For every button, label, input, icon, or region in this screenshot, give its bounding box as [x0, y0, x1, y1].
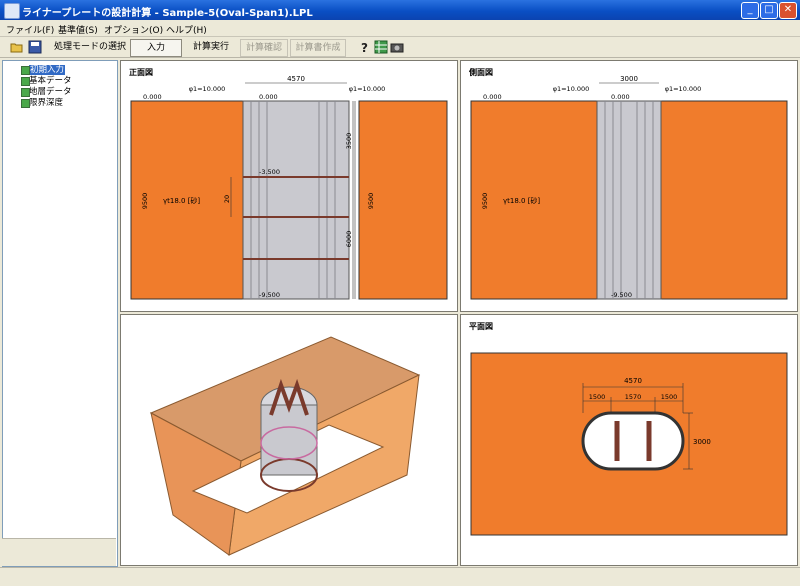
side-view-pane: 側面図 3000 φ1=10.000 φ1=10.000 0.000 0.000…	[460, 60, 798, 312]
plan-seg2-label: 1570	[625, 393, 642, 401]
side-soil-label: γt18.0 [砂]	[503, 196, 540, 205]
shaft-section	[242, 100, 350, 300]
side-dim-left: 9500	[481, 193, 489, 210]
plan-seg3-label: 1500	[661, 393, 678, 401]
front-depth-bottom-label: -9.500	[259, 291, 280, 299]
close-button[interactable]: ✕	[779, 2, 797, 19]
maximize-button[interactable]: □	[760, 2, 778, 19]
menu-bar: ファイル(F) 基準値(S) オプション(O) ヘルプ(H)	[0, 20, 800, 37]
menu-standards[interactable]: 基準値(S)	[58, 26, 98, 36]
calc-run-button[interactable]: 計算実行	[192, 42, 229, 52]
toolbar: 処理モードの選択 入力 計算実行 計算確認 計算書作成 ?	[0, 37, 800, 58]
front-gap-label: 20	[223, 195, 231, 203]
menu-help[interactable]: ヘルプ(H)	[166, 26, 207, 36]
front-dim-bottom: 6000	[345, 231, 353, 248]
window-title: ライナープレートの設計計算 - Sample-5(Oval-Span1).LPL	[22, 8, 313, 19]
front-dim-right: 9500	[367, 193, 375, 210]
checkbox-icon	[21, 99, 30, 108]
mode-select-label: 処理モードの選択	[53, 42, 126, 52]
calc-check-button[interactable]: 計算確認	[240, 39, 288, 57]
side-depth-bottom-label: -9.500	[611, 291, 632, 299]
table-icon[interactable]	[374, 40, 388, 54]
app-icon	[4, 3, 20, 19]
status-bar	[0, 567, 800, 586]
front-gl-center-label: 0.000	[259, 93, 278, 101]
rib-frame	[269, 378, 309, 416]
plan-view-pane: 平面図 4570 1500 1570 1500 3000	[460, 314, 798, 566]
open-folder-icon[interactable]	[10, 40, 24, 54]
3d-model-drawing[interactable]	[121, 315, 457, 565]
side-gl-right-label: φ1=10.000	[665, 85, 702, 93]
front-view-title: 正面図	[129, 68, 153, 77]
front-depth-mid-label: -3.500	[259, 168, 280, 176]
checkbox-icon	[21, 77, 30, 86]
side-gl-center-label: 0.000	[611, 93, 630, 101]
checkbox-icon	[21, 66, 30, 75]
front-width-label: 4570	[287, 75, 305, 83]
plan-height-label: 3000	[693, 438, 711, 446]
shaft-section	[596, 100, 662, 300]
tree-item-basic-data[interactable]: 基本データ	[7, 76, 72, 87]
tree-item-initial-input[interactable]: 初期入力	[7, 65, 72, 76]
soil-right	[660, 100, 788, 300]
tree-item-strata-data[interactable]: 地層データ	[7, 87, 72, 98]
calc-report-button[interactable]: 計算書作成	[290, 39, 346, 57]
front-view-pane: 正面図 4570 φ1=10.000 φ1=10.000 0.000 0.000…	[120, 60, 458, 312]
side-gl-left2-label: φ1=10.000	[553, 85, 590, 93]
title-bar: ライナープレートの設計計算 - Sample-5(Oval-Span1).LPL…	[0, 0, 800, 20]
plan-total-label: 4570	[624, 377, 642, 385]
3d-view-pane[interactable]	[120, 314, 458, 566]
plan-view-drawing: 4570 1500 1570 1500 3000	[470, 352, 788, 536]
soil-right	[358, 100, 448, 300]
menu-options[interactable]: オプション(O)	[104, 26, 164, 36]
side-width-label: 3000	[620, 75, 638, 83]
front-dim-left: 9500	[141, 193, 149, 210]
checkbox-icon	[21, 88, 30, 97]
soil-left	[470, 100, 598, 300]
front-gl-left-label: 0.000	[143, 93, 162, 101]
front-view-drawing: 4570 φ1=10.000 φ1=10.000 0.000 0.000 -3.…	[130, 75, 448, 300]
front-gl-right-label: φ1=10.000	[189, 85, 226, 93]
side-gl-left-label: 0.000	[483, 93, 502, 101]
help-icon[interactable]: ?	[358, 40, 372, 54]
soil-left	[130, 100, 244, 300]
input-tree: 初期入力 基本データ 地層データ 限界深度	[7, 65, 72, 109]
minimize-button[interactable]: _	[741, 2, 759, 19]
front-dim-top: 3500	[345, 133, 353, 150]
svg-text:?: ?	[361, 41, 368, 54]
menu-file[interactable]: ファイル(F)	[6, 26, 55, 36]
box-front-left	[150, 412, 242, 556]
side-view-drawing: 3000 φ1=10.000 φ1=10.000 0.000 0.000 -9.…	[470, 75, 788, 300]
save-icon[interactable]	[28, 40, 42, 54]
side-view-title: 側面図	[469, 68, 493, 77]
plan-view-title: 平面図	[469, 322, 493, 331]
tree-item-critical-depth[interactable]: 限界深度	[7, 98, 72, 109]
front-gl-right2-label: φ1=10.000	[349, 85, 386, 93]
front-soil-label: γt18.0 [砂]	[163, 196, 200, 205]
tree-panel-footer	[2, 538, 116, 566]
camera-icon[interactable]	[390, 40, 404, 54]
oval-shaft	[581, 411, 685, 471]
tree-panel: 初期入力 基本データ 地層データ 限界深度	[2, 60, 118, 567]
plan-seg1-label: 1500	[589, 393, 606, 401]
mode-select[interactable]: 入力	[130, 39, 182, 57]
